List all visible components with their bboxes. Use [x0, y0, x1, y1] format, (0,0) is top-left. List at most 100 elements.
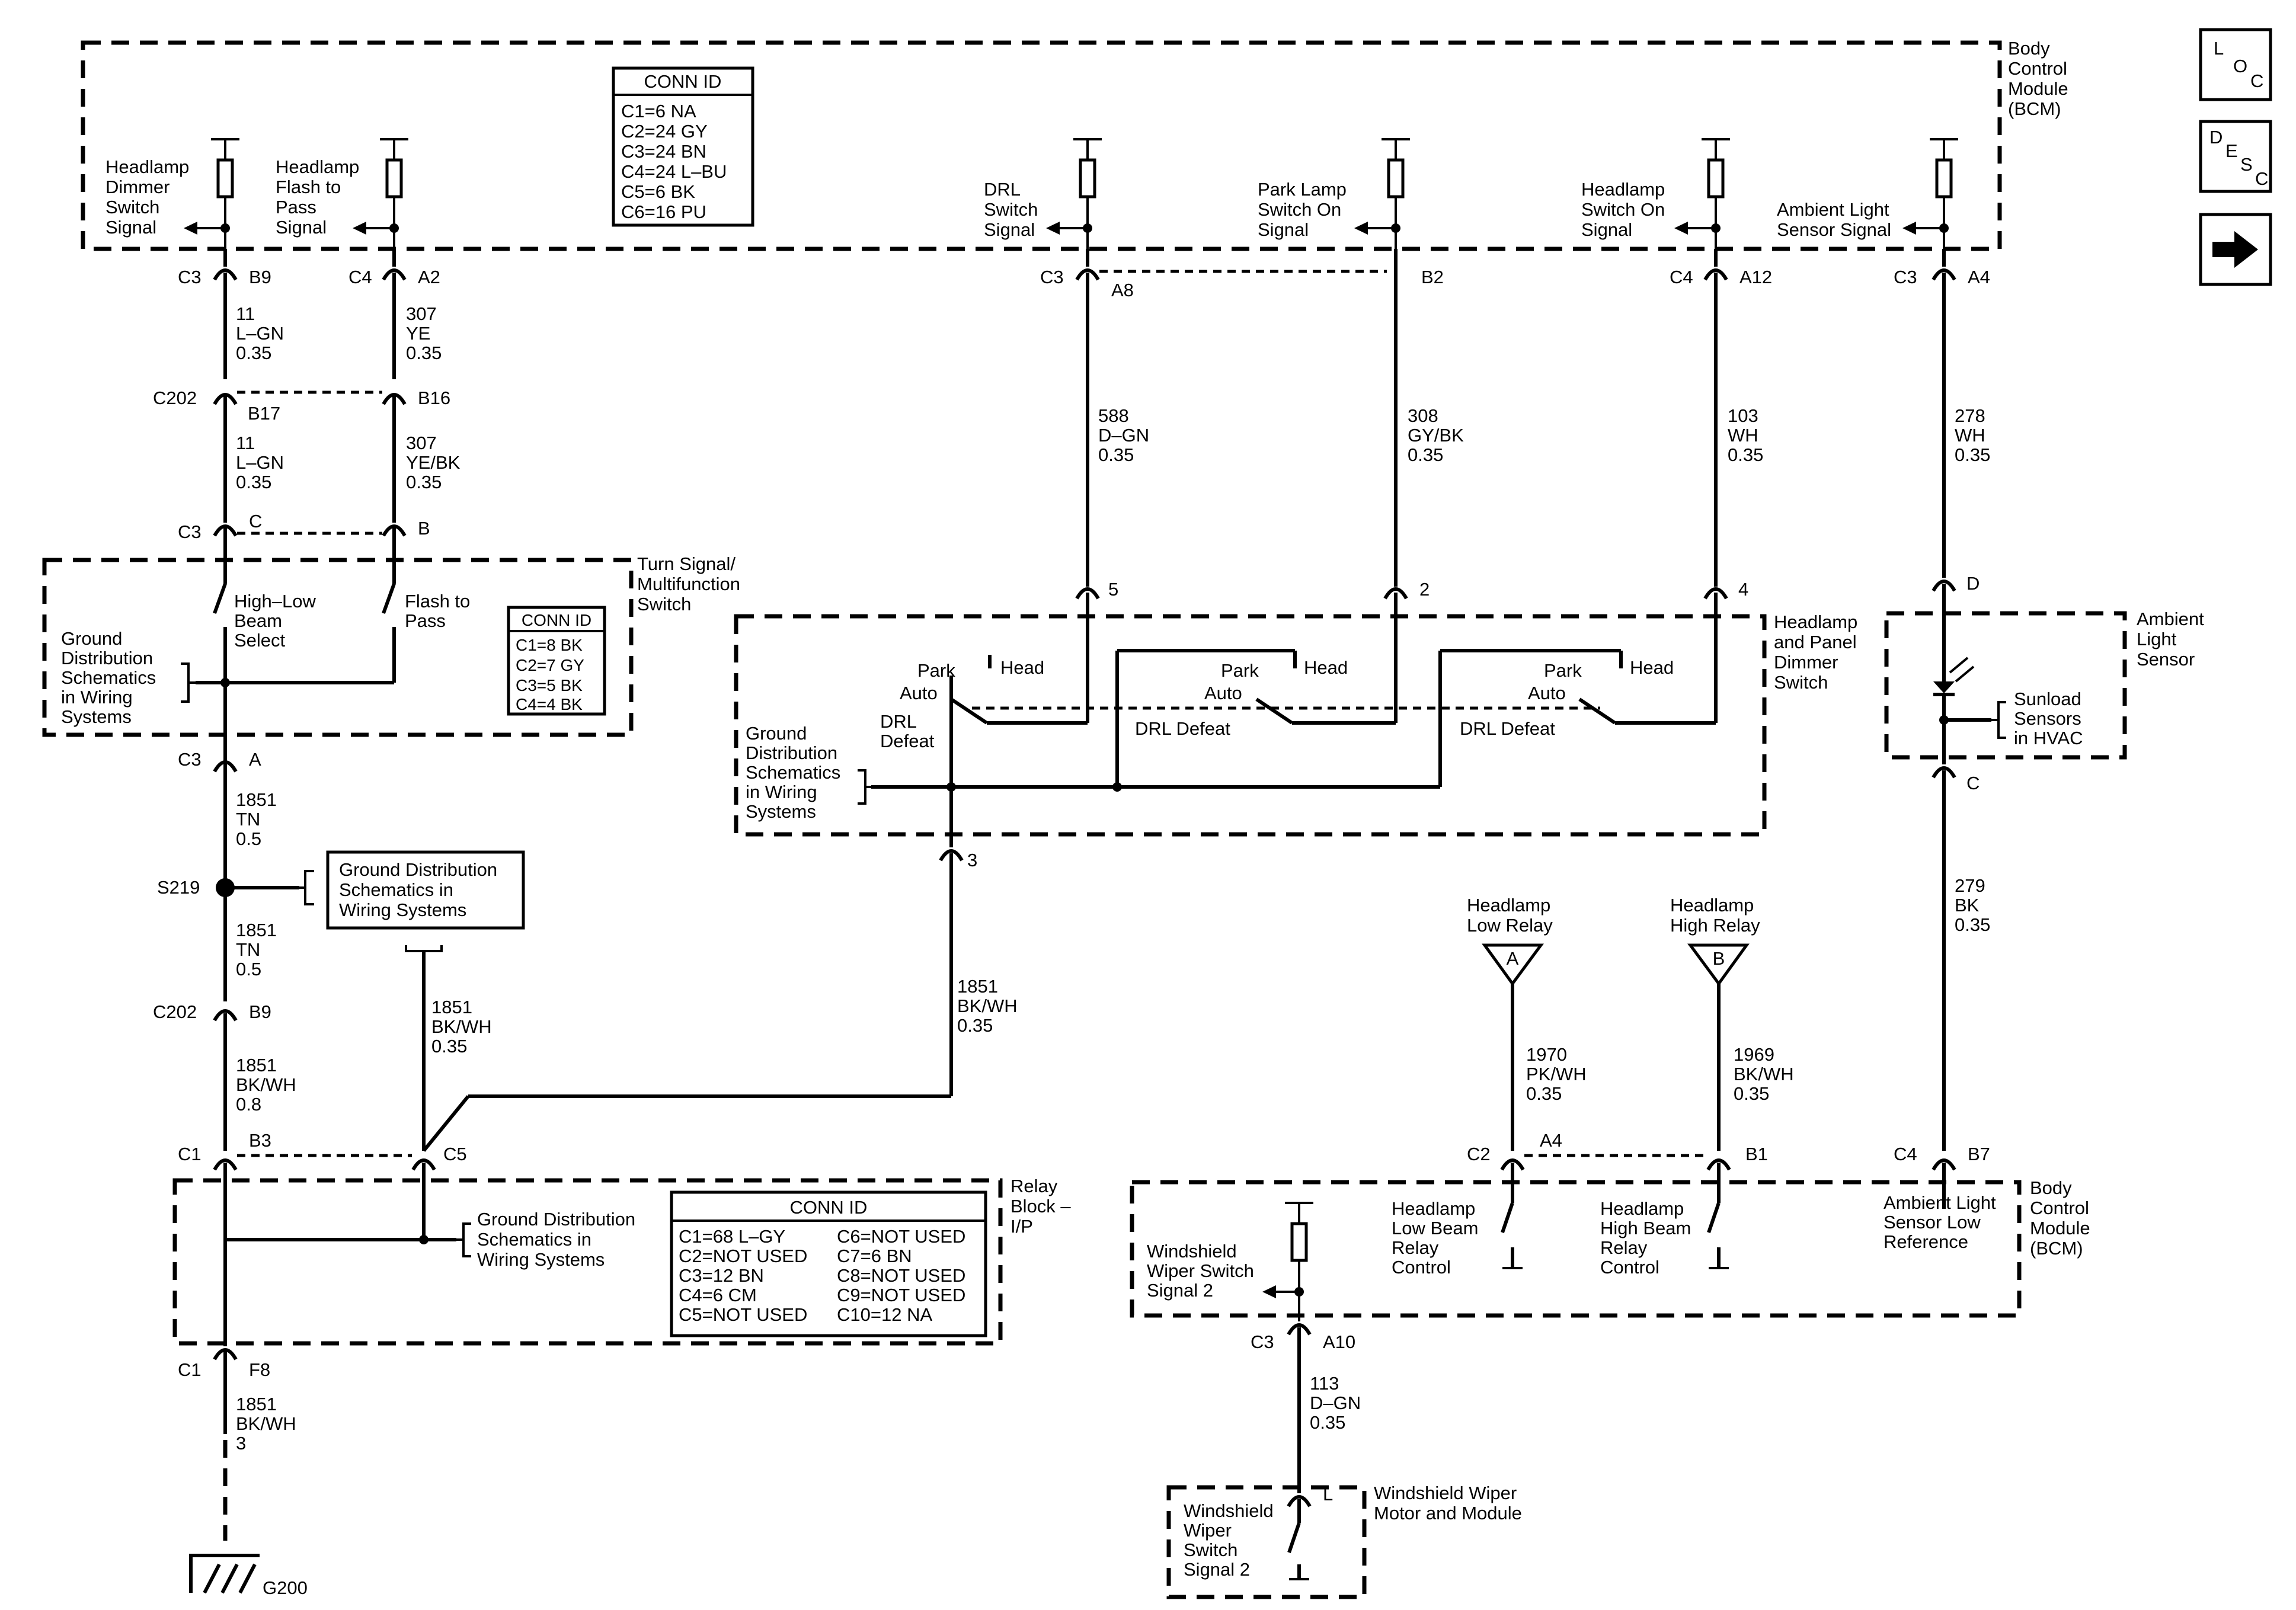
- svg-text:CONN ID: CONN ID: [790, 1197, 868, 1218]
- conn-p3: 3: [967, 850, 977, 870]
- svg-text:S: S: [2240, 154, 2253, 175]
- switch1-head: Head: [1000, 657, 1044, 678]
- switch1-auto: Auto: [900, 683, 938, 703]
- conn-p2: 2: [1419, 579, 1430, 600]
- svg-text:C4=6 CM: C4=6 CM: [679, 1285, 757, 1305]
- svg-text:C10=12 NA: C10=12 NA: [837, 1304, 932, 1325]
- svg-text:C9=NOT USED: C9=NOT USED: [837, 1285, 965, 1305]
- conn-c: C: [1966, 773, 1980, 793]
- svg-text:L: L: [2214, 38, 2224, 59]
- svg-text:C8=NOT USED: C8=NOT USED: [837, 1265, 965, 1286]
- svg-text:CONN ID: CONN ID: [522, 611, 591, 629]
- bcm-top-boundary: [81, 40, 2002, 251]
- conn-b1: B1: [1745, 1144, 1768, 1164]
- conn-b: B: [418, 518, 430, 539]
- wiper-wires: [1262, 1202, 1313, 1580]
- svg-text:C2=24 GY: C2=24 GY: [621, 121, 708, 142]
- conn-p5: 5: [1108, 579, 1118, 600]
- low-relay-tag: A: [1507, 948, 1519, 969]
- conn-id-bcm-table: CONN ID C1=6 NA C2=24 GY C3=24 BN C4=24 …: [612, 66, 754, 227]
- ground-g200: G200: [263, 1577, 308, 1598]
- svg-text:C4=4 BK: C4=4 BK: [516, 695, 583, 713]
- conn-b16: B16: [418, 388, 450, 408]
- headlamp-dimmer-boundary: [734, 614, 1767, 837]
- switch2-head: Head: [1304, 657, 1348, 678]
- desc-button[interactable]: D E S C: [2199, 120, 2272, 193]
- bcm-input-circuits: [184, 138, 1958, 249]
- ambient-sensor-wires: [1932, 249, 2006, 1209]
- svg-text:C1=68 L–GY: C1=68 L–GY: [679, 1226, 785, 1247]
- conn-b2: B2: [1421, 267, 1444, 287]
- svg-text:C: C: [2255, 168, 2268, 189]
- relay-block-boundary: [172, 1178, 1003, 1346]
- switch2-auto: Auto: [1204, 683, 1242, 703]
- conn-c2-a4: C2A4: [1467, 1130, 1562, 1164]
- conn-c3-c: C3C: [178, 511, 262, 542]
- svg-text:CONN ID: CONN ID: [644, 71, 722, 92]
- svg-text:C2=7 GY: C2=7 GY: [516, 656, 584, 674]
- conn-c5: C5: [443, 1144, 467, 1164]
- conn-c202-b17: C202B17: [153, 388, 280, 424]
- left-wires: [181, 249, 525, 1594]
- drl-defeat-2: DRL Defeat: [1135, 718, 1230, 739]
- svg-text:C2=NOT USED: C2=NOT USED: [679, 1246, 807, 1266]
- switch3-park: Park: [1544, 660, 1582, 681]
- loc-button[interactable]: L O C: [2199, 28, 2272, 101]
- svg-text:C7=6 BN: C7=6 BN: [837, 1246, 912, 1266]
- svg-text:C6=16 PU: C6=16 PU: [621, 201, 706, 222]
- svg-text:C5=6 BK: C5=6 BK: [621, 181, 695, 202]
- wiper-module-boundary: [1166, 1485, 1367, 1599]
- headlamp-switch-wires: [422, 249, 1728, 1152]
- svg-text:C6=NOT USED: C6=NOT USED: [837, 1226, 965, 1247]
- next-page-button[interactable]: [2199, 213, 2272, 286]
- ambient-sensor-boundary: [1884, 611, 2127, 760]
- high-relay-tag: B: [1713, 948, 1725, 969]
- conn-p4: 4: [1738, 579, 1748, 600]
- svg-text:E: E: [2225, 140, 2238, 161]
- turn-signal-boundary: [42, 558, 634, 737]
- conn-c1-b3: C1B3: [178, 1130, 271, 1164]
- svg-text:O: O: [2233, 56, 2247, 76]
- switch1-park: Park: [917, 660, 955, 681]
- svg-text:C5=NOT USED: C5=NOT USED: [679, 1304, 807, 1325]
- svg-text:C3=12 BN: C3=12 BN: [679, 1265, 764, 1286]
